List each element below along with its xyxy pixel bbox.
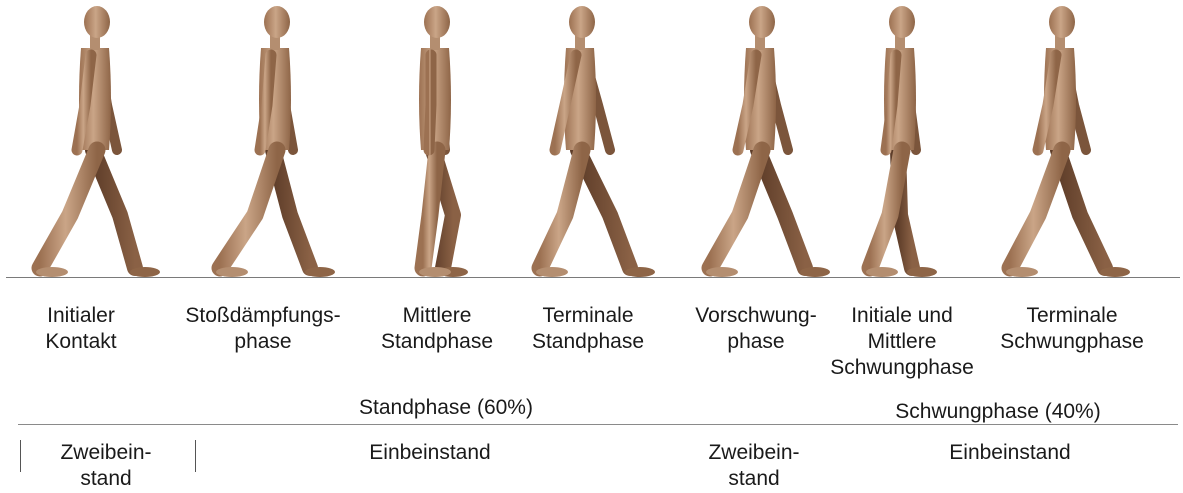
figure-loading-response	[216, 6, 335, 277]
group-label-stance: Standphase (60%)	[296, 395, 596, 421]
phase-label-initial-contact: Initialer Kontakt	[16, 303, 146, 355]
phase-label-mid-stance: Mittlere Standphase	[362, 303, 512, 355]
walking-figures	[0, 0, 1183, 300]
figure-initial-contact	[36, 6, 160, 277]
support-label-single-2: Einbeinstand	[900, 440, 1120, 466]
figure-pre-swing	[706, 6, 830, 277]
support-tick-after-double-1	[195, 440, 196, 472]
support-label-single-1: Einbeinstand	[320, 440, 540, 466]
figure-terminal-stance	[536, 6, 655, 277]
support-label-double-1: Zweibein- stand	[36, 440, 176, 492]
group-label-swing: Schwungphase (40%)	[848, 399, 1148, 425]
support-label-double-2: Zweibein- stand	[684, 440, 824, 492]
figure-initial-mid-swing	[866, 6, 937, 277]
phase-label-terminal-stance: Terminale Standphase	[512, 303, 664, 355]
figure-terminal-swing	[1006, 6, 1130, 277]
support-tick-left	[20, 440, 21, 472]
phase-label-loading-response: Stoßdämpfungs- phase	[168, 303, 358, 355]
group-divider-line	[18, 424, 1178, 425]
ground-line	[6, 277, 1180, 278]
phase-label-initial-mid-swing: Initiale und Mittlere Schwungphase	[808, 303, 996, 381]
figure-mid-stance	[419, 6, 468, 277]
phase-label-terminal-swing: Terminale Schwungphase	[980, 303, 1164, 355]
